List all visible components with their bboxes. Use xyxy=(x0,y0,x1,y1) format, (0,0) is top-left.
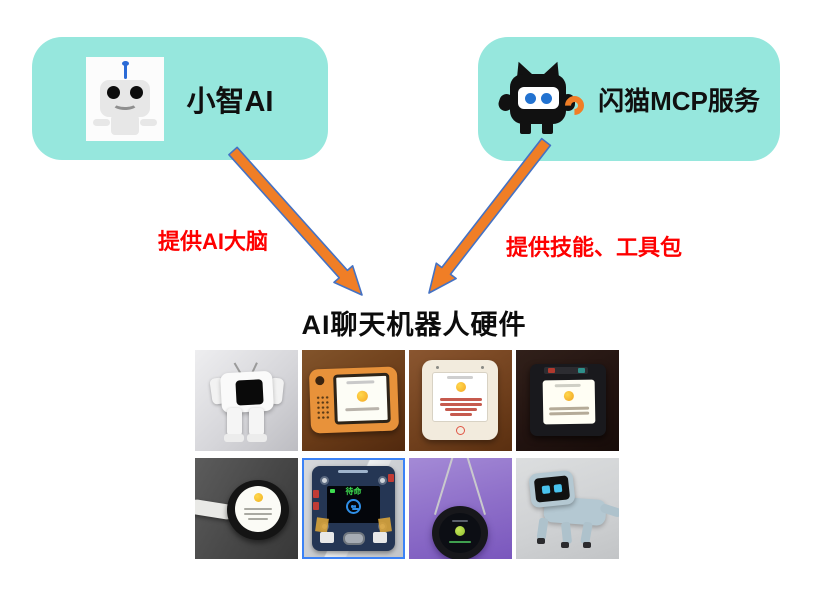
emoji-face xyxy=(455,526,465,536)
source-box-shanmao: 闪猫MCP服务 xyxy=(478,37,780,161)
emoji-face xyxy=(254,493,263,502)
photo-robot-dog xyxy=(516,458,619,559)
source-label-shanmao: 闪猫MCP服务 xyxy=(598,85,760,116)
circuit-board: 待命 xyxy=(312,466,395,551)
xiaozhi-robot-icon xyxy=(86,56,165,141)
robot-face-screen xyxy=(235,379,264,406)
round-screen xyxy=(439,513,481,553)
necklace-chain xyxy=(465,458,487,515)
camera-dot xyxy=(315,376,325,386)
dog-face-screen xyxy=(533,475,571,503)
smiley-face-icon xyxy=(346,499,361,514)
oled-screen: 待命 xyxy=(327,486,380,523)
robot-antenna xyxy=(122,60,130,79)
oled-status-text: 待命 xyxy=(345,487,362,496)
speaker-grille xyxy=(315,394,330,420)
shanmao-cat-icon xyxy=(496,58,589,137)
emoji-face xyxy=(456,382,466,392)
chat-screen xyxy=(432,372,488,422)
arrow-left-icon xyxy=(228,146,363,296)
photo-black-cube-device xyxy=(516,350,619,451)
emoji-face xyxy=(563,390,574,402)
wifi-icon xyxy=(330,489,335,493)
photo-dev-board-selected: 待命 xyxy=(302,458,405,559)
hardware-photo-grid: 待命 xyxy=(195,350,619,559)
photo-pendant-device xyxy=(409,458,512,559)
source-label-xiaozhi: 小智AI xyxy=(186,85,274,118)
photo-cream-square-device xyxy=(409,350,512,451)
usb-c-port xyxy=(343,532,365,545)
arrow-right-icon xyxy=(428,137,552,294)
record-button xyxy=(456,426,465,435)
edge-label-skills: 提供技能、工具包 xyxy=(506,235,683,260)
robot-head xyxy=(100,79,151,117)
photo-orange-handheld xyxy=(302,350,405,451)
chat-screen xyxy=(333,372,391,425)
chat-screen xyxy=(542,379,596,425)
photo-white-biped-robot xyxy=(195,350,298,451)
source-box-xiaozhi: 小智AI xyxy=(32,37,328,160)
edge-label-ai-brain: 提供AI大脑 xyxy=(158,229,269,254)
emoji-face xyxy=(356,390,369,402)
photo-round-puck-device xyxy=(195,458,298,559)
hardware-title: AI聊天机器人硬件 xyxy=(301,310,527,340)
round-screen xyxy=(235,486,281,532)
